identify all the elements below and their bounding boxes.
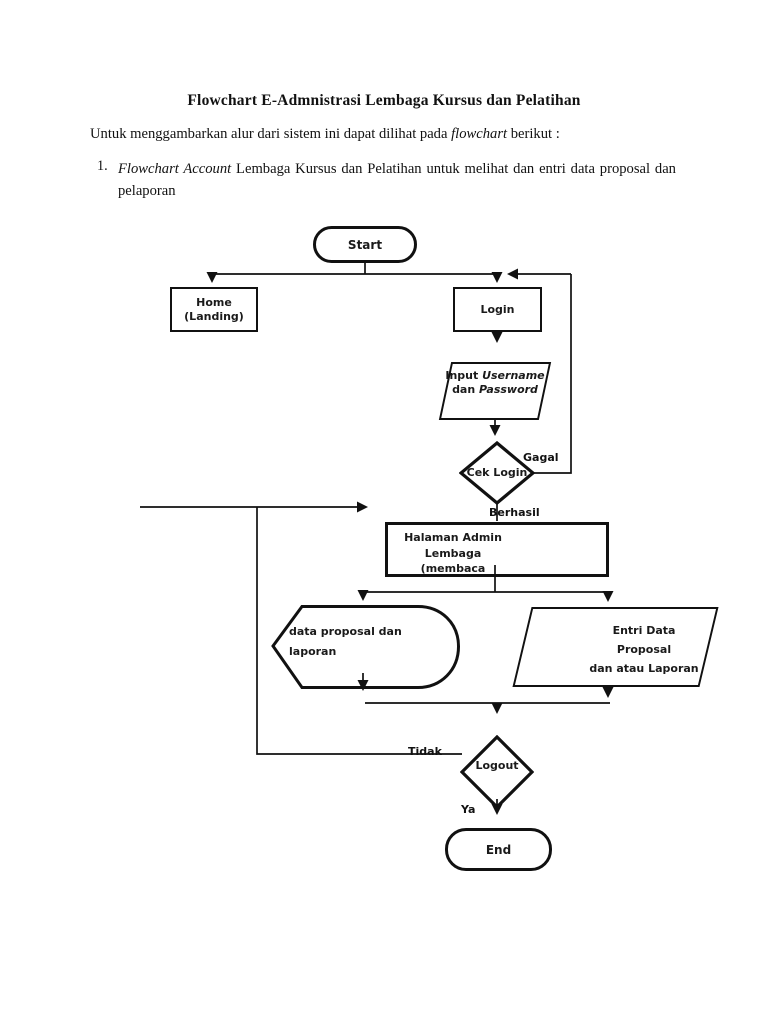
halaman-line1: Halaman Admin — [404, 531, 502, 544]
page-title: Flowchart E-Admnistrasi Lembaga Kursus d… — [187, 92, 581, 109]
data-proposal-label: data proposal dan laporan — [289, 622, 419, 662]
input-line2-italic: Password — [479, 383, 538, 396]
edge-label-ya: Ya — [461, 803, 476, 816]
list-item-italic-lead: Flowchart Account — [118, 161, 232, 177]
data-proposal-line1: data proposal dan — [289, 625, 402, 638]
flow-node-home: Home (Landing) — [170, 287, 258, 332]
entri-line1: Entri Data Proposal — [612, 624, 676, 656]
home-label-line2: (Landing) — [184, 309, 244, 323]
flow-node-end: End — [445, 828, 552, 871]
data-proposal-line2: laporan — [289, 645, 337, 658]
flow-node-login: Login — [453, 287, 542, 332]
login-label: Login — [480, 302, 515, 316]
intro-italic-word: flowchart — [451, 126, 508, 142]
start-label: Start — [347, 237, 383, 252]
list-item-rest: Lembaga Kursus dan Pelatihan untuk melih… — [118, 161, 676, 199]
flow-node-input-credentials: Input Username dan Password — [438, 362, 552, 420]
intro-text: Untuk menggambarkan alur dari sistem ini… — [90, 126, 452, 142]
entri-line2: dan atau Laporan — [589, 662, 699, 675]
list-item-text: Flowchart Account Lembaga Kursus dan Pel… — [118, 158, 676, 202]
list-item-number: 1. — [97, 158, 108, 174]
input-line1-regular: Input — [445, 369, 483, 382]
edge-label-gagal: Gagal — [523, 451, 559, 464]
input-credentials-label: Input Username dan Password — [445, 369, 545, 397]
entri-data-label: Entri Data Proposal dan atau Laporan — [584, 621, 704, 678]
edge-label-berhasil: Berhasil — [489, 506, 540, 519]
input-line2-regular: dan — [452, 383, 480, 396]
flow-node-data-proposal: data proposal dan laporan — [271, 604, 461, 690]
flow-node-logout: Logout — [460, 735, 534, 809]
halaman-line3: (membaca — [420, 562, 486, 575]
end-label: End — [485, 842, 512, 857]
flow-node-halaman-admin: Halaman Admin Lembaga (membaca — [385, 522, 609, 577]
flow-node-start: Start — [313, 226, 417, 263]
intro-paragraph: Untuk menggambarkan alur dari sistem ini… — [90, 126, 690, 143]
flow-node-entri-data: Entri Data Proposal dan atau Laporan — [512, 607, 719, 687]
halaman-line2: Lembaga — [424, 546, 482, 560]
edge-label-tidak: Tidak — [408, 745, 442, 758]
intro-suffix: berikut : — [507, 126, 560, 142]
cek-login-label: Cek Login — [466, 466, 528, 479]
input-line1-italic: Username — [482, 369, 545, 382]
halaman-admin-label: Halaman Admin Lembaga (membaca — [398, 530, 508, 577]
logout-label: Logout — [475, 759, 519, 772]
home-label-line1: Home — [196, 295, 232, 309]
